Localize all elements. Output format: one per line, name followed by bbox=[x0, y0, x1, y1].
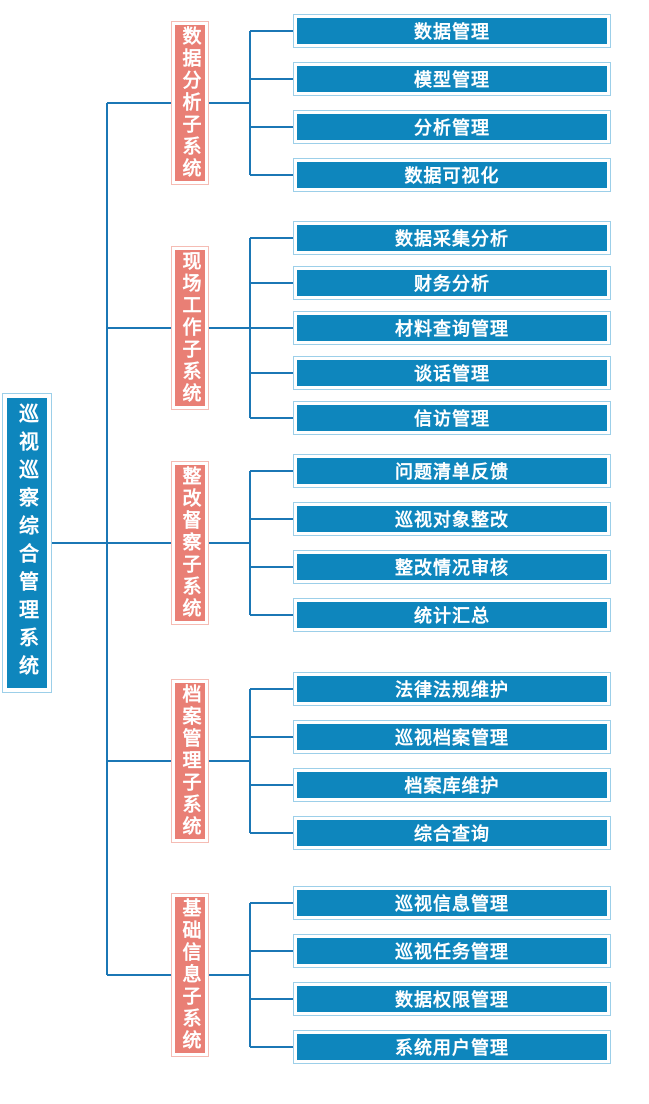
leaf-node: 巡视档案管理 bbox=[293, 720, 611, 754]
leaf-node-label: 数据采集分析 bbox=[297, 225, 607, 251]
leaf-node-label: 整改情况审核 bbox=[297, 554, 607, 580]
leaf-node-label: 综合查询 bbox=[297, 820, 607, 846]
leaf-node: 巡视信息管理 bbox=[293, 886, 611, 920]
branch-node-label: 档案管理子系统 bbox=[175, 683, 205, 839]
leaf-node-label: 财务分析 bbox=[297, 270, 607, 296]
leaf-node-label: 法律法规维护 bbox=[297, 676, 607, 702]
branch-node-label: 数据分析子系统 bbox=[175, 25, 205, 181]
root-node: 巡视巡察综合管理系统 bbox=[2, 393, 52, 693]
leaf-node: 材料查询管理 bbox=[293, 311, 611, 345]
leaf-node-label: 巡视任务管理 bbox=[297, 938, 607, 964]
leaf-node-label: 巡视信息管理 bbox=[297, 890, 607, 916]
leaf-node: 巡视任务管理 bbox=[293, 934, 611, 968]
leaf-node-label: 档案库维护 bbox=[297, 772, 607, 798]
branch-node-label: 现场工作子系统 bbox=[175, 250, 205, 406]
leaf-node: 财务分析 bbox=[293, 266, 611, 300]
leaf-node-label: 巡视对象整改 bbox=[297, 506, 607, 532]
leaf-node-label: 分析管理 bbox=[297, 114, 607, 140]
leaf-node: 综合查询 bbox=[293, 816, 611, 850]
branch-node-data-analysis: 数据分析子系统 bbox=[171, 21, 209, 185]
leaf-node-label: 数据管理 bbox=[297, 18, 607, 44]
leaf-node: 统计汇总 bbox=[293, 598, 611, 632]
branch-node-label: 整改督察子系统 bbox=[175, 465, 205, 621]
branch-node-field-work: 现场工作子系统 bbox=[171, 246, 209, 410]
branch-node-archives: 档案管理子系统 bbox=[171, 679, 209, 843]
branch-node-basic-info: 基础信息子系统 bbox=[171, 893, 209, 1057]
leaf-node: 法律法规维护 bbox=[293, 672, 611, 706]
leaf-node-label: 模型管理 bbox=[297, 66, 607, 92]
leaf-node: 分析管理 bbox=[293, 110, 611, 144]
leaf-node: 数据管理 bbox=[293, 14, 611, 48]
leaf-node-label: 数据可视化 bbox=[297, 162, 607, 188]
branch-node-label: 基础信息子系统 bbox=[175, 897, 205, 1053]
leaf-node-label: 数据权限管理 bbox=[297, 986, 607, 1012]
leaf-node-label: 谈话管理 bbox=[297, 360, 607, 386]
leaf-node: 数据可视化 bbox=[293, 158, 611, 192]
root-node-label: 巡视巡察综合管理系统 bbox=[7, 398, 47, 688]
leaf-node-label: 统计汇总 bbox=[297, 602, 607, 628]
leaf-node: 数据权限管理 bbox=[293, 982, 611, 1016]
leaf-node: 整改情况审核 bbox=[293, 550, 611, 584]
leaf-node: 系统用户管理 bbox=[293, 1030, 611, 1064]
branch-node-rectification: 整改督察子系统 bbox=[171, 461, 209, 625]
leaf-node: 信访管理 bbox=[293, 401, 611, 435]
leaf-node-label: 材料查询管理 bbox=[297, 315, 607, 341]
leaf-node: 数据采集分析 bbox=[293, 221, 611, 255]
leaf-node-label: 系统用户管理 bbox=[297, 1034, 607, 1060]
leaf-node-label: 信访管理 bbox=[297, 405, 607, 431]
leaf-node-label: 巡视档案管理 bbox=[297, 724, 607, 750]
leaf-node-label: 问题清单反馈 bbox=[297, 458, 607, 484]
leaf-node: 巡视对象整改 bbox=[293, 502, 611, 536]
leaf-node: 谈话管理 bbox=[293, 356, 611, 390]
leaf-node: 模型管理 bbox=[293, 62, 611, 96]
leaf-node: 档案库维护 bbox=[293, 768, 611, 802]
leaf-node: 问题清单反馈 bbox=[293, 454, 611, 488]
